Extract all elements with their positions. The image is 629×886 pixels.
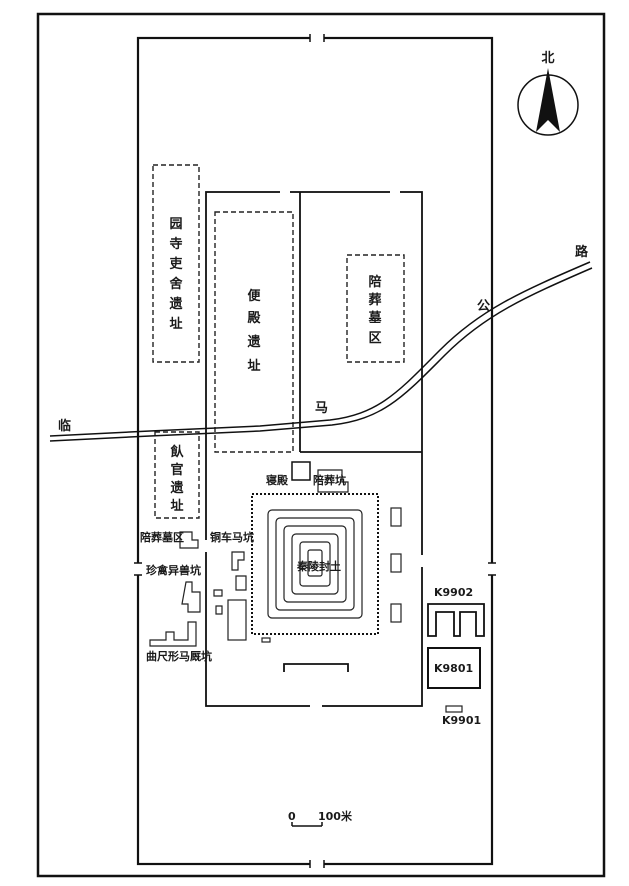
zone-text-char: 寺 bbox=[169, 236, 182, 252]
zone-garden-temple-text: 园 寺 吏 舍 遗 址 bbox=[168, 217, 183, 332]
burial-pit-north-label: 陪葬坑 bbox=[313, 473, 346, 487]
road-line-b bbox=[49, 267, 593, 442]
k9901-shape bbox=[445, 705, 463, 713]
scale-distance-label: 100米 bbox=[318, 809, 353, 823]
mound-contour bbox=[299, 541, 331, 587]
zone-side-hall-text: 便 殿 遗 址 bbox=[246, 288, 261, 374]
zone-side-hall bbox=[214, 211, 294, 453]
k9902-label: K9902 bbox=[434, 586, 473, 599]
outer-wall bbox=[136, 36, 494, 866]
mausoleum-mound: 秦陵封土 bbox=[251, 493, 379, 635]
road-char-1: 临 bbox=[58, 418, 71, 434]
zone-official bbox=[154, 431, 200, 519]
zone-text-char: 殿 bbox=[246, 310, 261, 326]
compass: 北 bbox=[517, 51, 579, 136]
rare-animal-pit-shape bbox=[181, 581, 201, 613]
east-pit bbox=[390, 553, 402, 573]
k9801-shape bbox=[427, 647, 481, 689]
zone-burial-ne-text: 陪 葬 墓 区 bbox=[367, 274, 382, 346]
mound-base bbox=[251, 493, 379, 635]
zone-text-char: 墓 bbox=[367, 310, 382, 326]
bedchamber-label: 寝殿 bbox=[266, 473, 289, 487]
outer-wall-gates bbox=[133, 33, 497, 869]
burial-area-west-label: 陪葬墓区 bbox=[140, 530, 184, 544]
east-pit bbox=[390, 603, 402, 623]
zone-burial-ne bbox=[346, 254, 405, 363]
road-char-4: 路 bbox=[575, 244, 589, 260]
mound-contour bbox=[267, 509, 363, 619]
outer-gate-ticks bbox=[134, 34, 496, 868]
scale-bar: 0 100米 bbox=[288, 809, 353, 827]
stable-pit-label: 曲尺形马厩坑 bbox=[146, 649, 212, 663]
south-small-pit bbox=[261, 637, 271, 643]
zone-text-char: 陪 bbox=[368, 274, 381, 290]
mound-contour bbox=[283, 525, 347, 603]
road-char-3: 公 bbox=[477, 299, 490, 314]
road-char-2: 马 bbox=[315, 401, 328, 416]
zone-text-char: 区 bbox=[368, 331, 381, 346]
scale-zero-label: 0 bbox=[288, 810, 296, 823]
zone-text-char: 官 bbox=[170, 462, 183, 478]
zone-text-char: 址 bbox=[169, 316, 182, 332]
bronze-chariot-pit-shape bbox=[231, 551, 247, 591]
mound-contour bbox=[307, 549, 323, 577]
zone-text-char: 址 bbox=[247, 358, 260, 374]
inner-wall bbox=[205, 191, 423, 707]
zone-garden-temple bbox=[152, 164, 200, 363]
zone-text-char: 遗 bbox=[246, 334, 261, 350]
mound-contour bbox=[291, 533, 339, 595]
k9902-shape bbox=[427, 603, 485, 637]
north-arrow-icon bbox=[536, 68, 560, 132]
k9901-label: K9901 bbox=[442, 714, 481, 727]
zone-text-char: 飤 bbox=[170, 444, 184, 460]
inner-wall-gates bbox=[202, 188, 426, 710]
bedchamber-block bbox=[291, 461, 311, 481]
burial-pit-north-shape bbox=[317, 469, 349, 493]
zone-text-char: 园 bbox=[169, 217, 182, 232]
zone-official-text: 飤 官 遗 址 bbox=[169, 444, 184, 514]
east-pit bbox=[390, 507, 402, 527]
rare-animal-pit-label: 珍禽异兽坑 bbox=[146, 563, 201, 577]
zone-text-char: 遗 bbox=[169, 480, 184, 496]
zone-text-char: 吏 bbox=[169, 256, 183, 272]
stable-pit-shape bbox=[149, 621, 197, 647]
west-pit-small bbox=[213, 589, 223, 615]
page-border bbox=[36, 12, 606, 878]
zone-text-char: 便 bbox=[247, 288, 261, 304]
burial-area-west-shape bbox=[179, 531, 199, 549]
zone-text-char: 葬 bbox=[368, 292, 381, 308]
mound-label: 秦陵封土 bbox=[296, 559, 341, 573]
k9801-label: K9801 bbox=[434, 662, 473, 675]
mound-contour bbox=[275, 517, 355, 611]
compass-north-label: 北 bbox=[541, 51, 554, 66]
zone-text-char: 址 bbox=[170, 498, 183, 514]
zone-text-char: 遗 bbox=[168, 296, 183, 312]
zone-text-char: 舍 bbox=[169, 276, 183, 292]
road-line-a bbox=[49, 261, 591, 437]
west-pit-block bbox=[227, 599, 247, 641]
bronze-chariot-pit-label: 铜车马坑 bbox=[209, 530, 254, 544]
south-pit-bracket bbox=[283, 663, 349, 672]
